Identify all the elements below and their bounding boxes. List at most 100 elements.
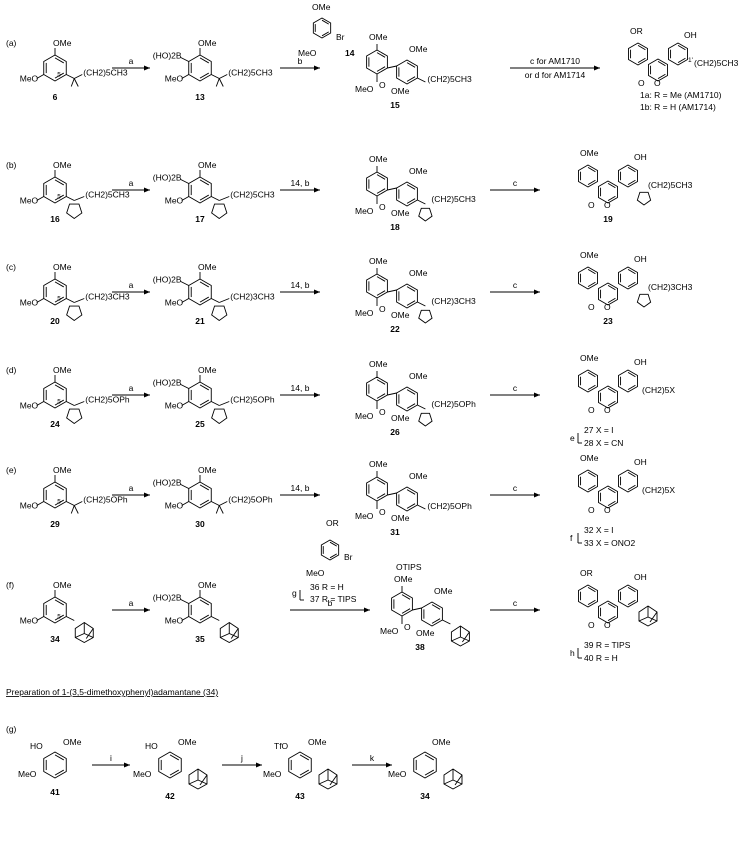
methoxy-label: OMe — [198, 38, 217, 48]
ester-ring — [366, 171, 388, 197]
double-bond — [587, 167, 596, 173]
reagent-label: 14, b — [291, 280, 310, 290]
double-bond — [299, 769, 310, 776]
chain-bond — [74, 501, 83, 506]
compound-number: 36 R = H — [310, 582, 344, 592]
double-bond — [199, 57, 210, 64]
double-bond — [376, 276, 386, 282]
methoxy-label: OMe — [391, 310, 410, 320]
double-bond — [54, 484, 65, 491]
chain-label: (CH2)3CH3 — [85, 292, 130, 302]
chain-label: (CH2)5CH3 — [431, 194, 476, 204]
cyclopentane-ring — [66, 408, 83, 425]
double-bond — [637, 57, 646, 63]
arrow-head — [314, 492, 320, 498]
resorcinol-ring — [618, 469, 638, 493]
carbonyl-label: O — [379, 80, 386, 90]
arrow-head — [144, 187, 150, 193]
substituent-bond — [66, 74, 75, 79]
substituent-bond — [442, 619, 451, 625]
reagent-label: c for AM1710 — [530, 56, 580, 66]
carbonyl-label: O — [588, 405, 595, 415]
reagent-label: a — [129, 483, 134, 493]
methoxy-label: MeO — [20, 74, 39, 84]
methoxy-label: OMe — [434, 586, 453, 596]
cyclopentane-ring — [418, 207, 433, 222]
arrow-head — [144, 607, 150, 613]
chain-label: (CH2)5CH3 — [230, 190, 275, 200]
double-bond — [169, 754, 180, 761]
substituent-bond — [211, 501, 220, 506]
compound-number: 29 — [50, 519, 60, 529]
preparation-title: Preparation of 1-(3,5-dimethoxyphenyl)ad… — [6, 687, 218, 697]
methoxy-label: OMe — [391, 208, 410, 218]
arrow-head — [144, 392, 150, 398]
methoxy-label: OMe — [53, 262, 72, 272]
double-bond — [376, 479, 386, 485]
compound-number: 22 — [390, 324, 400, 334]
methoxy-bond — [181, 401, 189, 406]
substituent-bond — [66, 401, 75, 406]
aryl-ring — [43, 176, 67, 204]
double-bond — [627, 281, 636, 287]
cyclopentane-ring — [418, 309, 433, 324]
boronic-acid-label: (HO)2B — [153, 378, 182, 388]
double-bond — [587, 179, 596, 185]
double-bond — [607, 388, 616, 394]
double-bond — [607, 615, 616, 621]
compound-number: 14 — [345, 48, 355, 58]
double-bond — [299, 754, 310, 761]
double-bond — [376, 188, 386, 194]
ether-label: O — [604, 405, 611, 415]
aryl-ring — [188, 381, 212, 409]
double-bond — [199, 296, 210, 303]
methoxy-label: OMe — [63, 737, 82, 747]
benzopyranone-ring — [578, 164, 598, 188]
substituent-bond — [211, 196, 220, 201]
carbonyl-label: O — [379, 407, 386, 417]
adamantane-bond — [329, 774, 338, 786]
aryl-ring — [396, 181, 418, 207]
substituent-label: OMe — [580, 353, 599, 363]
double-bond — [627, 587, 636, 593]
double-bond — [607, 488, 616, 494]
double-bond — [657, 73, 666, 79]
cyclopentane-ring — [636, 191, 652, 206]
carbonyl-label: O — [379, 304, 386, 314]
carbonyl-label: O — [638, 78, 645, 88]
cyclopentane-ring — [636, 293, 652, 308]
benzopyranone-ring — [628, 42, 648, 66]
reagent-label: or d for AM1714 — [525, 70, 586, 80]
double-bond — [607, 500, 616, 506]
aryl-ring — [188, 481, 212, 509]
double-bond — [321, 31, 329, 37]
pyranone-ring — [598, 485, 618, 509]
methoxy-label: MeO — [165, 196, 184, 206]
reagent-label: c — [513, 598, 518, 608]
compound-number: 40 R = H — [584, 653, 618, 663]
chain-label: (CH2)5CH3 — [85, 190, 130, 200]
double-bond — [199, 484, 210, 491]
chain-label: (CH2)5X — [642, 385, 675, 395]
methyl-bond — [215, 78, 220, 87]
double-bond — [199, 179, 210, 186]
chain-label: (CH2)3CH3 — [648, 282, 693, 292]
compound-number: 20 — [50, 316, 60, 326]
methoxy-bond — [181, 298, 189, 303]
substituent-bond — [211, 616, 220, 621]
ester-ring — [366, 273, 388, 299]
chain-label: (CH2)3CH3 — [431, 296, 476, 306]
double-bond — [376, 174, 386, 180]
double-bond — [607, 603, 616, 609]
double-bond — [321, 19, 329, 25]
methoxy-label: OMe — [308, 737, 327, 747]
row-label: (b) — [6, 160, 17, 170]
ether-label: O — [604, 302, 611, 312]
hydroxy-label: OH — [634, 152, 647, 162]
methoxy-label: MeO — [388, 769, 407, 779]
reagent-label: c — [513, 483, 518, 493]
bromo-ester-ring — [320, 539, 340, 561]
compound-number: 42 — [165, 791, 175, 801]
methyl-bond — [215, 505, 220, 514]
boronic-acid-label: (HO)2B — [153, 51, 182, 61]
